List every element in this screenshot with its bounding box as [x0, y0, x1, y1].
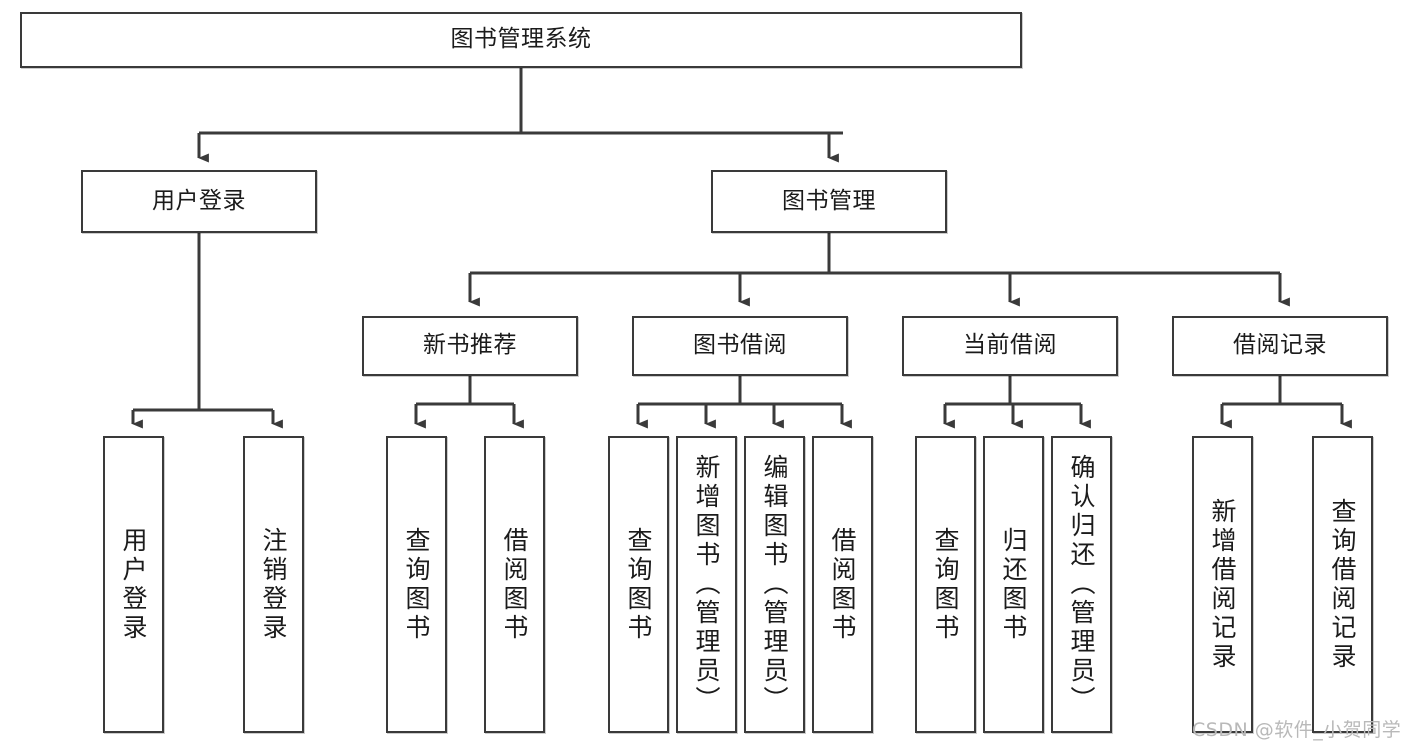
node-user-login[interactable]: 用户登录 — [81, 170, 317, 233]
node-borrow-record-label: 借阅记录 — [1233, 332, 1327, 359]
node-leaf-return-book[interactable]: 归还图书 — [983, 436, 1044, 733]
node-leaf-user-login[interactable]: 用户登录 — [103, 436, 164, 733]
node-leaf-add-record[interactable]: 新增借阅记录 — [1192, 436, 1253, 733]
node-leaf-add-book-label: 新增图书（管理员） — [692, 454, 721, 715]
node-leaf-query-book-cb-label: 查询图书 — [931, 526, 960, 643]
node-leaf-query-record-label: 查询借阅记录 — [1328, 497, 1357, 672]
node-current-borrow[interactable]: 当前借阅 — [902, 316, 1118, 376]
node-leaf-logout-label: 注销登录 — [259, 526, 288, 643]
node-leaf-confirm-return-label: 确认归还（管理员） — [1067, 454, 1096, 715]
node-borrow-record[interactable]: 借阅记录 — [1172, 316, 1388, 376]
node-book-borrow[interactable]: 图书借阅 — [632, 316, 848, 376]
node-leaf-add-record-label: 新增借阅记录 — [1208, 497, 1237, 672]
node-leaf-borrow-book-rec-label: 借阅图书 — [500, 526, 529, 643]
node-book-manage[interactable]: 图书管理 — [711, 170, 947, 233]
node-leaf-query-book-bb-label: 查询图书 — [624, 526, 653, 643]
node-leaf-user-login-label: 用户登录 — [119, 526, 148, 643]
node-leaf-borrow-book-bb[interactable]: 借阅图书 — [812, 436, 873, 733]
node-leaf-query-record[interactable]: 查询借阅记录 — [1312, 436, 1373, 733]
node-leaf-query-book-rec[interactable]: 查询图书 — [386, 436, 447, 733]
node-leaf-logout[interactable]: 注销登录 — [243, 436, 304, 733]
node-leaf-edit-book-label: 编辑图书（管理员） — [760, 454, 789, 715]
node-leaf-query-book-rec-label: 查询图书 — [402, 526, 431, 643]
node-book-borrow-label: 图书借阅 — [693, 332, 787, 359]
node-leaf-query-book-bb[interactable]: 查询图书 — [608, 436, 669, 733]
node-root-label: 图书管理系统 — [450, 26, 592, 53]
node-book-manage-label: 图书管理 — [782, 187, 876, 214]
node-leaf-query-book-cb[interactable]: 查询图书 — [915, 436, 976, 733]
node-leaf-add-book[interactable]: 新增图书（管理员） — [676, 436, 737, 733]
node-new-book-rec[interactable]: 新书推荐 — [362, 316, 578, 376]
node-new-book-rec-label: 新书推荐 — [423, 332, 517, 359]
node-current-borrow-label: 当前借阅 — [963, 332, 1057, 359]
node-leaf-borrow-book-rec[interactable]: 借阅图书 — [484, 436, 545, 733]
node-user-login-label: 用户登录 — [152, 187, 246, 214]
node-leaf-return-book-label: 归还图书 — [999, 526, 1028, 643]
node-leaf-confirm-return[interactable]: 确认归还（管理员） — [1051, 436, 1112, 733]
watermark-text: CSDN @软件_小贺同学 — [1192, 719, 1402, 741]
node-root[interactable]: 图书管理系统 — [20, 12, 1022, 68]
node-leaf-edit-book[interactable]: 编辑图书（管理员） — [744, 436, 805, 733]
node-leaf-borrow-book-bb-label: 借阅图书 — [828, 526, 857, 643]
